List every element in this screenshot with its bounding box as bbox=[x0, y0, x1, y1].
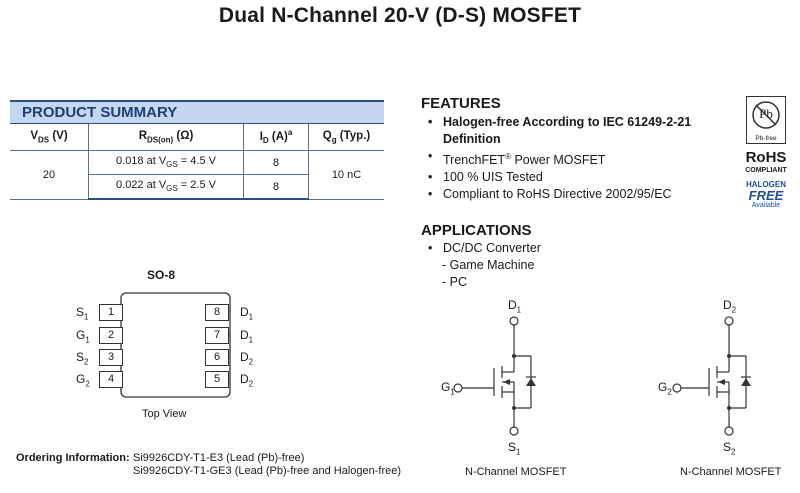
product-summary-table: PRODUCT SUMMARY VDS (V) RDS(on) (Ω) ID (… bbox=[10, 100, 384, 200]
drain-label: D2 bbox=[723, 298, 737, 315]
free-label: FREE bbox=[748, 188, 784, 203]
pin-name: G1 bbox=[76, 328, 90, 345]
features-list: Halogen-free According to IEC 61249-2-21… bbox=[421, 114, 741, 203]
ordering-line-1: Si9926CDY-T1-E3 (Lead (Pb)-free) bbox=[133, 452, 305, 464]
application-sub-item: - PC bbox=[442, 275, 467, 289]
mosfet-symbol-1 bbox=[453, 316, 532, 436]
compliant-label: COMPLIANT bbox=[745, 167, 787, 174]
rohs-badge: Pb Pb-free RoHS COMPLIANT HALOGEN FREE A… bbox=[736, 96, 796, 210]
pin-name: D1 bbox=[240, 328, 254, 345]
pin-number: 4 bbox=[99, 371, 123, 388]
no-lead-icon bbox=[752, 101, 780, 129]
mosfet-symbol-2 bbox=[672, 316, 747, 436]
pb-free-label: Pb-free bbox=[755, 135, 777, 142]
rds-value-2: 0.022 at VGS = 2.5 V bbox=[88, 174, 244, 200]
id-header: ID (A)a bbox=[243, 124, 309, 151]
source-label: S1 bbox=[508, 440, 521, 457]
package-name: SO-8 bbox=[147, 268, 176, 282]
gate-label: G1 bbox=[441, 380, 455, 397]
gate-label: G2 bbox=[658, 380, 672, 397]
features-heading: FEATURES bbox=[421, 95, 501, 112]
drain-label: D1 bbox=[508, 298, 522, 315]
source-label: S2 bbox=[723, 440, 736, 457]
applications-heading: APPLICATIONS bbox=[421, 222, 532, 239]
pin-number: 1 bbox=[99, 304, 123, 321]
product-summary-heading: PRODUCT SUMMARY bbox=[10, 100, 384, 124]
page-title: Dual N-Channel 20-V (D-S) MOSFET bbox=[218, 4, 582, 27]
ordering-line-2: Si9926CDY-T1-GE3 (Lead (Pb)-free and Hal… bbox=[133, 465, 402, 477]
pin-number: 3 bbox=[99, 349, 123, 366]
vds-header: VDS (V) bbox=[10, 124, 89, 151]
halogen-label: HALOGEN bbox=[746, 180, 786, 189]
id-value-1: 8 bbox=[243, 150, 309, 175]
pin-number: 8 bbox=[205, 304, 229, 321]
pin-number: 6 bbox=[205, 349, 229, 366]
pin-name: D2 bbox=[240, 372, 254, 389]
rds-value-1: 0.018 at VGS = 4.5 V bbox=[88, 150, 244, 175]
mosfet-caption: N-Channel MOSFET bbox=[680, 466, 782, 478]
ordering-label: Ordering Information: bbox=[16, 452, 130, 464]
application-sub-item: - Game Machine bbox=[442, 258, 535, 272]
pin-name: G2 bbox=[76, 372, 90, 389]
feature-item: Halogen-free According to IEC 61249-2-21… bbox=[421, 114, 741, 148]
pin-number: 2 bbox=[99, 327, 123, 344]
feature-item: TrenchFET® Power MOSFET bbox=[421, 148, 741, 169]
pin-name: D1 bbox=[240, 305, 254, 322]
vds-value: 20 bbox=[10, 150, 89, 200]
applications-list: DC/DC Converter bbox=[421, 240, 721, 257]
pin-number: 7 bbox=[205, 327, 229, 344]
pin-name: S2 bbox=[76, 350, 89, 367]
id-value-2: 8 bbox=[243, 174, 309, 200]
qg-value: 10 nC bbox=[308, 150, 384, 200]
application-item: DC/DC Converter bbox=[421, 240, 721, 257]
feature-item: Compliant to RoHS Directive 2002/95/EC bbox=[421, 186, 741, 203]
mosfet-caption: N-Channel MOSFET bbox=[465, 466, 567, 478]
rohs-label: RoHS bbox=[745, 149, 787, 166]
pin-number: 5 bbox=[205, 371, 229, 388]
available-label: Available bbox=[751, 202, 781, 209]
top-view-label: Top View bbox=[142, 408, 187, 420]
pb-free-logo: Pb Pb-free bbox=[746, 96, 786, 144]
pin-name: D2 bbox=[240, 350, 254, 367]
pb-symbol: Pb bbox=[759, 106, 773, 121]
feature-item: 100 % UIS Tested bbox=[421, 169, 741, 186]
pin-name: S1 bbox=[76, 305, 89, 322]
